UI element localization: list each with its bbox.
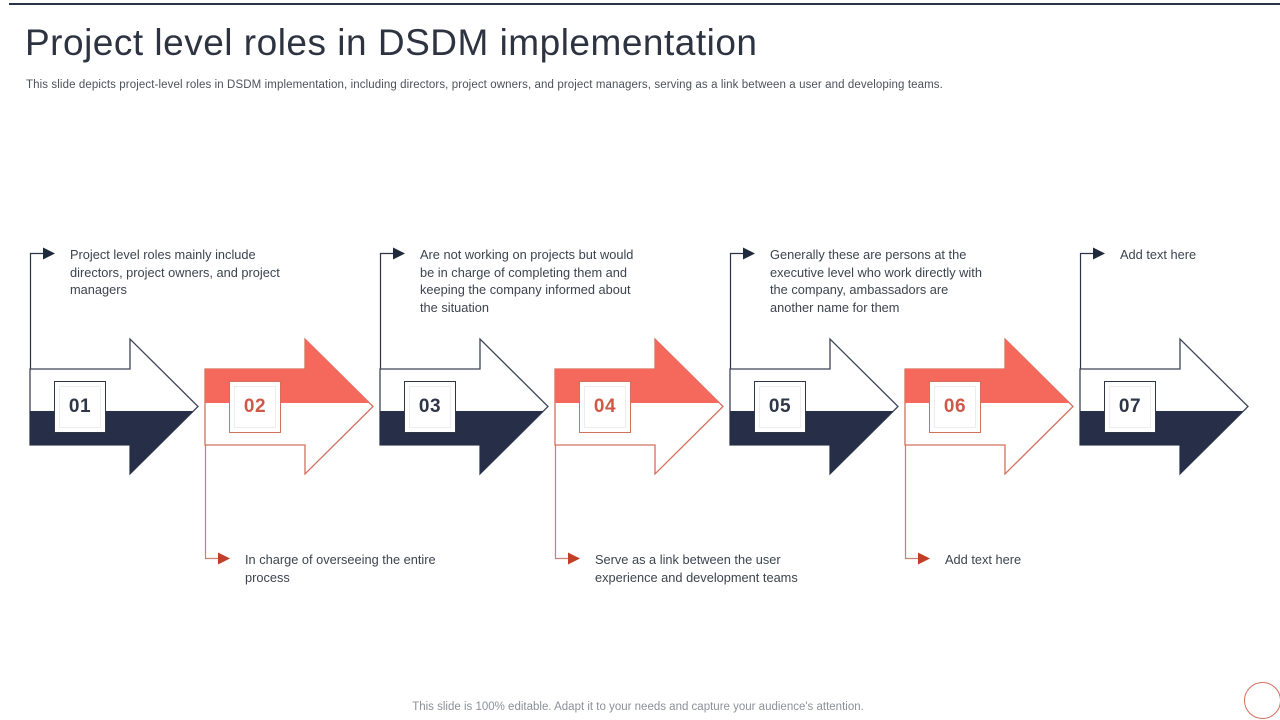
step-number-box-06: 06 [929, 381, 981, 433]
connector-line-04 [554, 445, 568, 560]
connector-arrowhead-icon [393, 247, 405, 260]
top-rule [9, 3, 1280, 6]
process-step-07 [1079, 247, 1249, 476]
connector-arrowhead-icon [1093, 247, 1105, 260]
step-number: 03 [418, 396, 442, 417]
step-number-box-03: 03 [404, 381, 456, 433]
process-step-06 [904, 337, 1074, 565]
connector-arrowhead-icon [218, 552, 230, 565]
step-number-box-01: 01 [54, 381, 106, 433]
step-description-07: Add text here [1120, 247, 1197, 262]
connector-arrowhead-icon [743, 247, 755, 260]
connector-arrowhead-icon [568, 552, 580, 565]
connector-line-07 [1079, 252, 1093, 369]
step-description-06: Add text here [945, 552, 1022, 567]
step-description-02: In charge of overseeing the entire proce… [245, 552, 436, 585]
step-number: 01 [68, 396, 92, 417]
connector-line-05 [729, 252, 743, 369]
connector-line-01 [29, 252, 43, 369]
step-number: 02 [243, 396, 267, 417]
connector-line-06 [904, 445, 918, 560]
connector-arrowhead-icon [918, 552, 930, 565]
connector-line-03 [379, 252, 393, 369]
process-step-02 [204, 337, 374, 565]
step-number: 05 [768, 396, 792, 417]
step-number: 04 [593, 396, 617, 417]
step-description-03: Are not working on projects but would be… [420, 247, 634, 315]
step-number-box-07: 07 [1104, 381, 1156, 433]
process-step-04 [554, 337, 724, 565]
step-description-01: Project level roles mainly include direc… [70, 247, 280, 298]
step-number: 06 [943, 396, 967, 417]
step-description-04: Serve as a link between the user experie… [595, 552, 798, 585]
footer-note: This slide is 100% editable. Adapt it to… [412, 701, 864, 713]
page-subtitle: This slide depicts project-level roles i… [26, 79, 943, 91]
step-number-box-02: 02 [229, 381, 281, 433]
page-title: Project level roles in DSDM implementati… [25, 22, 758, 63]
step-number-box-05: 05 [754, 381, 806, 433]
step-number-box-04: 04 [579, 381, 631, 433]
step-number: 07 [1118, 396, 1142, 417]
connector-arrowhead-icon [43, 247, 55, 260]
decorative-circle [1244, 682, 1280, 719]
step-description-05: Generally these are persons at the execu… [770, 247, 982, 315]
connector-line-02 [204, 445, 218, 560]
